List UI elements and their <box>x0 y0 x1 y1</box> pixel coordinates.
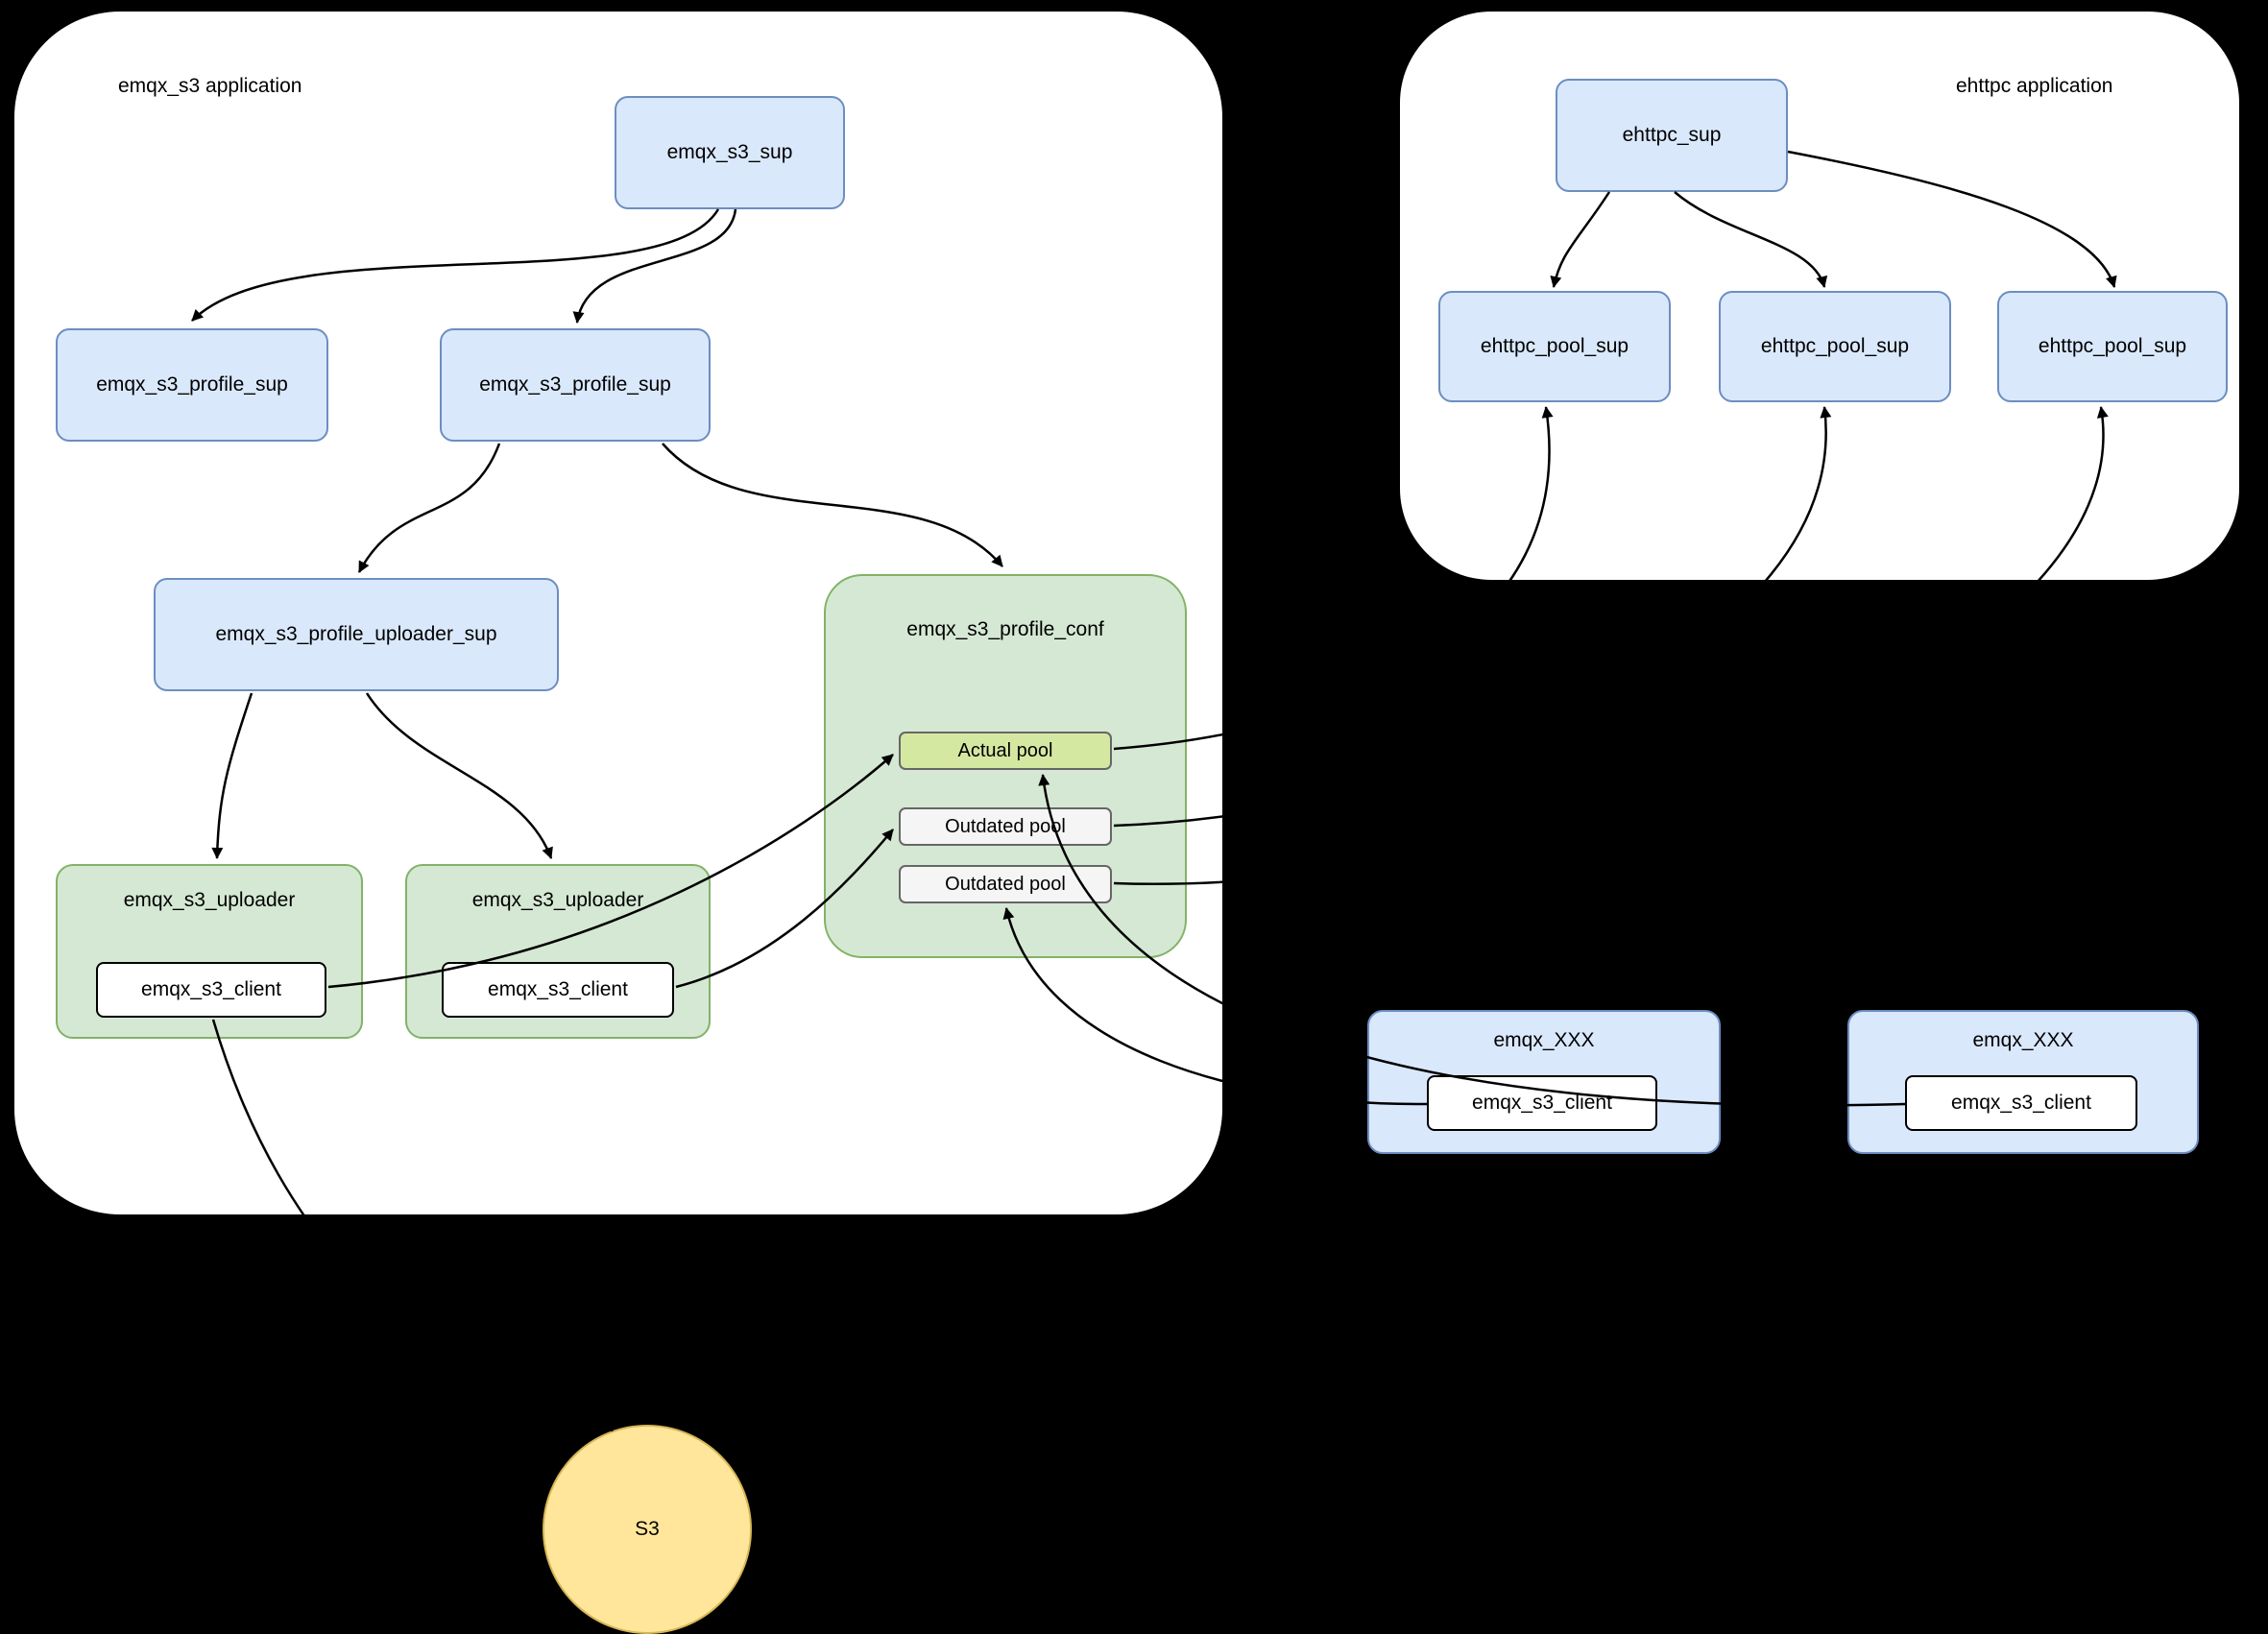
node-actual-pool: Actual pool <box>899 732 1112 770</box>
node-emqx-s3-profile-sup-left: emqx_s3_profile_sup <box>56 328 328 442</box>
group-emqx-s3-profile-conf-title: emqx_s3_profile_conf <box>906 618 1104 640</box>
group-emqx-s3-uploader-left-title: emqx_s3_uploader <box>123 889 296 911</box>
node-emqx-s3-client-left: emqx_s3_client <box>96 962 326 1018</box>
node-outdated-pool-1: Outdated pool <box>899 807 1112 846</box>
node-outdated-pool-2: Outdated pool <box>899 865 1112 903</box>
node-ehttpc-pool-sup-2: ehttpc_pool_sup <box>1719 291 1951 402</box>
node-emqx-xxx-left-client: emqx_s3_client <box>1427 1075 1657 1131</box>
node-ehttpc-pool-sup-3: ehttpc_pool_sup <box>1997 291 2228 402</box>
ehttpc-application-title: ehttpc application <box>1956 75 2113 97</box>
node-ehttpc-pool-sup-1: ehttpc_pool_sup <box>1438 291 1671 402</box>
emqx-s3-application-title: emqx_s3 application <box>118 75 302 97</box>
node-emqx-s3-profile-uploader-sup: emqx_s3_profile_uploader_sup <box>154 578 559 691</box>
node-s3-circle: S3 <box>543 1425 752 1634</box>
group-emqx-xxx-right-title: emqx_XXX <box>1972 1029 2074 1051</box>
group-emqx-xxx-left-title: emqx_XXX <box>1493 1029 1595 1051</box>
node-emqx-s3-sup: emqx_s3_sup <box>615 96 845 209</box>
group-emqx-s3-uploader-right-title: emqx_s3_uploader <box>471 889 644 911</box>
node-emqx-s3-client-right: emqx_s3_client <box>442 962 674 1018</box>
node-emqx-xxx-right-client: emqx_s3_client <box>1905 1075 2137 1131</box>
node-ehttpc-sup: ehttpc_sup <box>1556 79 1788 192</box>
node-emqx-s3-profile-sup-center: emqx_s3_profile_sup <box>440 328 711 442</box>
